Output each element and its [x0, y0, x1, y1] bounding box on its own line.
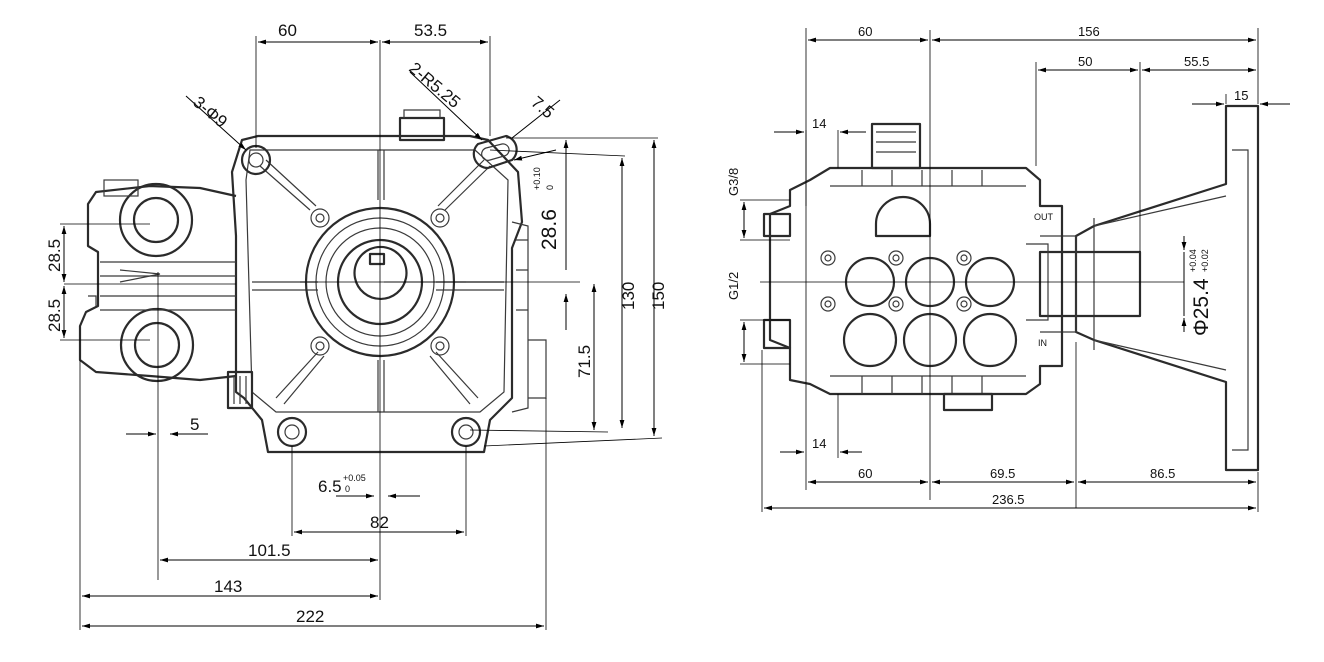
- dim-side-55-5: 55.5: [1184, 54, 1209, 69]
- dim-side-14-bot: 14: [812, 436, 826, 451]
- dim-130: 130: [619, 282, 638, 310]
- front-manifold: [78, 179, 254, 410]
- dim-side-156: 156: [1078, 24, 1100, 39]
- front-dimensions: [61, 39, 657, 629]
- side-housing: OUT IN: [762, 122, 1064, 412]
- front-extensions: [60, 36, 663, 630]
- tol-6-5-lo: 0: [345, 484, 350, 494]
- side-flange: [1038, 104, 1260, 472]
- dim-28-6: 28.6: [538, 209, 561, 250]
- dim-150: 150: [649, 282, 668, 310]
- dim-53-5: 53.5: [414, 21, 447, 40]
- tol-25-4-up: +0.04: [1188, 249, 1198, 272]
- dim-side-60-bot: 60: [858, 466, 872, 481]
- side-centerlines: [760, 30, 1184, 500]
- dim-2-r5-25: 2-R5.25: [405, 59, 464, 112]
- tol-28-6-up: +0.10: [532, 167, 542, 190]
- dim-side-15: 15: [1234, 88, 1248, 103]
- dim-phi-25-4: Φ25.4: [1190, 278, 1213, 336]
- dim-side-50: 50: [1078, 54, 1092, 69]
- mark-in: IN: [1038, 338, 1047, 348]
- front-view: 60 53.5 2-R5.25 3-Φ9 7.5 28.6 +0.10 0 28…: [45, 21, 668, 630]
- dim-3-phi9: 3-Φ9: [189, 93, 230, 132]
- dim-28-5-lower: 28.5: [45, 299, 64, 332]
- dim-222: 222: [296, 607, 324, 626]
- side-view: OUT IN: [726, 24, 1290, 512]
- dim-side-69-5: 69.5: [990, 466, 1015, 481]
- front-centerlines: [64, 40, 466, 600]
- front-labels: 60 53.5 2-R5.25 3-Φ9 7.5 28.6 +0.10 0 28…: [45, 21, 668, 626]
- thread-g1-2: G1/2: [726, 272, 741, 300]
- side-dimensions: [741, 37, 1290, 511]
- dim-101-5: 101.5: [248, 541, 291, 560]
- dim-60: 60: [278, 21, 297, 40]
- dim-side-236-5: 236.5: [992, 492, 1025, 507]
- mark-out: OUT: [1034, 212, 1054, 222]
- dim-143: 143: [214, 577, 242, 596]
- dim-5: 5: [190, 415, 199, 434]
- front-housing: [230, 109, 547, 454]
- dim-82: 82: [370, 513, 389, 532]
- dim-71-5: 71.5: [575, 345, 594, 378]
- tol-25-4-lo: +0.02: [1200, 249, 1210, 272]
- dim-7-5: 7.5: [527, 93, 557, 123]
- dim-side-60-top: 60: [858, 24, 872, 39]
- thread-g3-8: G3/8: [726, 168, 741, 196]
- dim-side-14-top: 14: [812, 116, 826, 131]
- dim-6-5: 6.5: [318, 477, 342, 496]
- dim-side-86-5: 86.5: [1150, 466, 1175, 481]
- dim-28-5-upper: 28.5: [45, 239, 64, 272]
- tol-28-6-lo: 0: [545, 185, 555, 190]
- side-extensions: [740, 28, 1259, 512]
- side-labels: 60 156 50 55.5 15 14 G3/8 G1/2 Φ25.4 +0.…: [726, 24, 1248, 507]
- tol-6-5-up: +0.05: [343, 473, 366, 483]
